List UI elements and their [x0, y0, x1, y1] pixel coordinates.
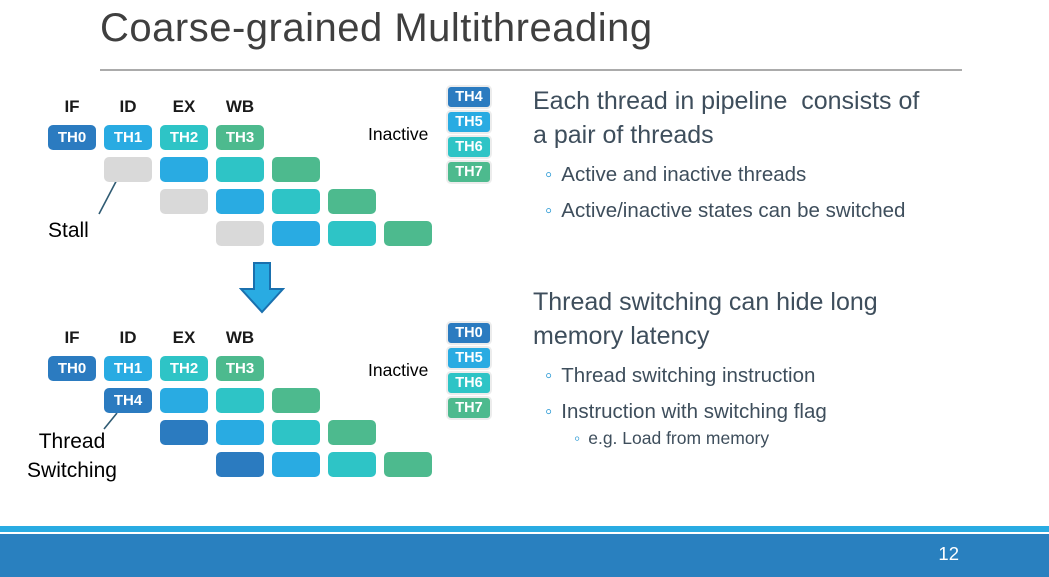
stall-box: [160, 189, 208, 214]
pipeline-stage-box: [272, 420, 320, 445]
pipeline-stage-box: [216, 157, 264, 182]
inactive-thread-th6: TH6: [446, 370, 492, 395]
text-block-thread-switching: Thread switching can hide long memory la…: [533, 285, 1038, 449]
pipeline-stage-box: [328, 221, 376, 246]
inactive-label: Inactive: [368, 123, 429, 144]
bullet-item: Thread switching instruction: [545, 363, 1038, 388]
stage-header-wb: WB: [225, 97, 255, 116]
pipeline-stage-box: [272, 388, 320, 413]
pipeline-stage-box: [328, 452, 376, 477]
slide-title: Coarse-grained Multithreading: [100, 6, 653, 50]
thread-switching-label: Thread Switching: [27, 430, 117, 482]
page-number: 12: [938, 543, 959, 564]
pipeline-stage-box: [272, 221, 320, 246]
stage-header-wb: WB: [225, 328, 255, 347]
pipeline-stage-box: [384, 452, 432, 477]
block2-heading: Thread switching can hide long memory la…: [533, 288, 878, 350]
inactive-thread-th7: TH7: [446, 159, 492, 184]
pipeline-stage-box: [272, 452, 320, 477]
block2-bullet-list: Thread switching instruction Instruction…: [533, 363, 1038, 424]
thread-box-th1: TH1: [104, 125, 152, 150]
inactive-thread-th7: TH7: [446, 395, 492, 420]
title-divider: [100, 69, 962, 71]
pipeline-stage-box: [160, 388, 208, 413]
thread-box-th3: TH3: [216, 125, 264, 150]
pipeline-stage-box: [272, 157, 320, 182]
thread-box-th2: TH2: [160, 356, 208, 381]
stall-box: [216, 221, 264, 246]
pipeline-stage-box: [328, 189, 376, 214]
pipeline-stage-box: [328, 420, 376, 445]
block2-sub-bullet-list: e.g. Load from memory: [533, 427, 1038, 449]
thread-box-th0: TH0: [48, 356, 96, 381]
stall-box: [104, 157, 152, 182]
inactive-label: Inactive: [368, 359, 429, 380]
pipeline-stage-box: [384, 221, 432, 246]
stage-header-ex: EX: [172, 328, 196, 347]
inactive-thread-th5: TH5: [446, 109, 492, 134]
pipeline-diagram-top: Stall IF ID EX WB TH0 TH1 TH2 TH3: [48, 97, 493, 267]
bullet-item: Active/inactive states can be switched: [545, 198, 1038, 223]
inactive-thread-th0: TH0: [446, 320, 492, 345]
pipeline-stage-box: [216, 388, 264, 413]
inactive-thread-th6: TH6: [446, 134, 492, 159]
thread-box-th4: TH4: [104, 388, 152, 413]
block1-bullet-list: Active and inactive threads Active/inact…: [533, 162, 1038, 223]
text-block-pair-of-threads: Each thread in pipeline consists of a pa…: [533, 84, 1038, 234]
thread-box-th1: TH1: [104, 356, 152, 381]
stage-header-id: ID: [119, 328, 137, 347]
footer-accent-strip: [0, 526, 1049, 532]
stall-label: Stall: [48, 219, 89, 242]
sub-bullet-item: e.g. Load from memory: [574, 427, 1038, 449]
inactive-thread-th5: TH5: [446, 345, 492, 370]
thread-box-th2: TH2: [160, 125, 208, 150]
pipeline-stage-box: [216, 189, 264, 214]
stage-header-if: IF: [64, 328, 80, 347]
thread-box-th0: TH0: [48, 125, 96, 150]
bullet-item: Active and inactive threads: [545, 162, 1038, 187]
pipeline-stage-box: [216, 420, 264, 445]
stage-header-id: ID: [119, 97, 137, 116]
thread-box-th3: TH3: [216, 356, 264, 381]
bullet-item: Instruction with switching flag: [545, 399, 1038, 424]
block1-heading: Each thread in pipeline consists of a pa…: [533, 87, 920, 149]
pipeline-stage-box: [160, 420, 208, 445]
pipeline-stage-box: [272, 189, 320, 214]
stage-header-ex: EX: [172, 97, 196, 116]
arrow-down-icon: [239, 262, 285, 314]
footer-bar: 12: [0, 534, 1049, 577]
stage-header-if: IF: [64, 97, 80, 116]
pipeline-stage-box: [160, 157, 208, 182]
inactive-thread-th4: TH4: [446, 84, 492, 109]
pipeline-stage-box: [216, 452, 264, 477]
